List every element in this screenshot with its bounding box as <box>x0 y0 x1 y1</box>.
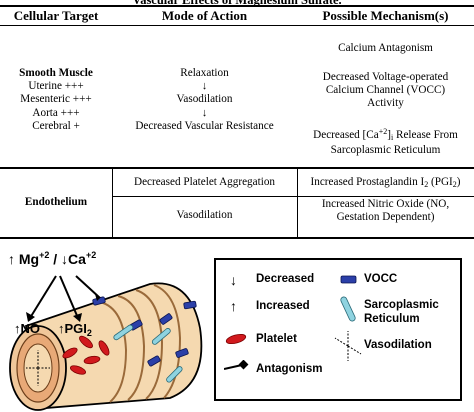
header-cellular-target: Cellular Target <box>13 8 99 23</box>
mech-vocc-line-2: Calcium Channel (VOCC) <box>325 84 446 97</box>
col-divider-2 <box>297 169 298 237</box>
mech-ca-release: Decreased [Ca+2]i Release From Sarcoplas… <box>297 125 474 157</box>
mech-pgi-mid: (PGI <box>428 176 453 188</box>
target-aorta: Aorta +++ <box>32 106 80 119</box>
mech-vocc-activity: Decreased Voltage-operated Calcium Chann… <box>297 71 474 111</box>
mech-pgi-sub2: 2 <box>452 180 457 189</box>
mech-calcium-antagonism: Calcium Antagonism <box>338 42 433 54</box>
mg-ca-label: ↑ Mg+2 / ↓Ca+2 <box>8 250 96 267</box>
arrowheads <box>26 294 100 322</box>
vessel-diagram: ↑ Mg+2 / ↓Ca+2 ↑NO ↑PGI2 <box>8 250 203 411</box>
legend: ↓ Decreased ↑ Increased Platelet Antagon… <box>214 258 462 401</box>
target-uterine: Uterine +++ <box>28 80 84 93</box>
mech-ca-sub: i <box>390 133 394 142</box>
table-title: Vascular Effects of Magnesium Sulfate. <box>132 0 342 7</box>
lumen-vasodilation-arrows <box>26 350 50 386</box>
legend-platelet: Platelet <box>256 333 297 345</box>
mech-ca-pre: Decreased [Ca <box>313 129 379 141</box>
mode-arrow-1: ↓ <box>201 80 208 93</box>
mode-arrow-2: ↓ <box>201 106 208 119</box>
mech-ca-sup: +2 <box>378 127 388 136</box>
header-rule <box>0 25 474 26</box>
target-cerebral: Cerebral + <box>32 119 80 132</box>
legend-platelet-icon <box>225 333 247 345</box>
mode-decreased-resistance: Decreased Vascular Resistance <box>135 119 274 132</box>
legend-sr-line-2: Reticulum <box>364 313 420 325</box>
legend-sr-icon <box>340 296 356 322</box>
legend-antagonism: Antagonism <box>256 363 323 375</box>
legend-decreased: Decreased <box>256 273 315 285</box>
sarcoplasmic-reticulum <box>113 324 183 383</box>
mode-platelet-aggregation: Decreased Platelet Aggregation <box>133 176 276 188</box>
legend-antagonism-icon <box>224 360 249 370</box>
smooth-muscle-targets: Smooth Muscle Uterine +++ Mesenteric +++… <box>0 67 112 133</box>
mech-pgi-post: ) <box>456 176 461 188</box>
mech-pgi-sub: 2 <box>424 180 429 189</box>
legend-sr-line-1: Sarcoplasmic <box>364 299 439 311</box>
endothelium-row-rule <box>112 196 474 197</box>
table-bottom-rule <box>0 237 474 239</box>
vessel-rings <box>99 284 182 403</box>
legend-increased: Increased <box>256 300 310 312</box>
smooth-muscle-title: Smooth Muscle <box>19 67 93 79</box>
mode-relaxation: Relaxation <box>180 67 229 79</box>
mech-no-line-2: Gestation Dependent) <box>336 211 435 224</box>
endothelium-title: Endothelium <box>24 196 88 208</box>
legend-vasodilation: Vasodilation <box>364 339 432 351</box>
col-divider-1 <box>112 169 113 237</box>
mech-vocc-line-3: Activity <box>367 97 404 110</box>
legend-vasodilation-icon <box>334 331 362 361</box>
legend-decreased-arrow: ↓ <box>230 272 237 288</box>
mech-ca-mid: ] <box>387 129 391 141</box>
legend-vocc: VOCC <box>364 273 398 285</box>
mechanism-arrows <box>29 275 101 319</box>
legend-increased-arrow: ↑ <box>230 298 237 314</box>
section-rule <box>0 167 474 169</box>
mech-prostaglandin: Increased Prostaglandin I2 (PGI2) <box>297 176 474 191</box>
header-mode-of-action: Mode of Action <box>161 8 248 23</box>
table-top-rule <box>0 5 474 7</box>
mode-endothelium-vasodilation: Vasodilation <box>176 209 233 221</box>
pgi-label: ↑PGI2 <box>58 321 92 338</box>
mode-vasodilation: Vasodilation <box>176 93 233 106</box>
mech-no-line-1: Increased Nitric Oxide (NO, <box>321 198 450 210</box>
mech-ca-line-2: Sarcoplasmic Reticulum <box>330 144 441 157</box>
target-mesenteric: Mesenteric +++ <box>20 93 92 106</box>
legend-vocc-icon <box>340 275 357 284</box>
smooth-muscle-modes: Relaxation ↓ Vasodilation ↓ Decreased Va… <box>112 67 297 133</box>
platelets <box>62 335 110 375</box>
legend-sarcoplasmic-reticulum: Sarcoplasmic Reticulum <box>364 298 439 326</box>
mech-nitric-oxide: Increased Nitric Oxide (NO, Gestation De… <box>297 198 474 224</box>
no-label: ↑NO <box>14 321 40 336</box>
mech-pgi-pre: Increased Prostaglandin I <box>310 176 425 188</box>
header-possible-mechanisms: Possible Mechanism(s) <box>322 8 449 23</box>
mech-vocc-line-1: Decreased Voltage-operated <box>322 71 449 83</box>
mech-ca-post: Release From <box>393 129 458 141</box>
